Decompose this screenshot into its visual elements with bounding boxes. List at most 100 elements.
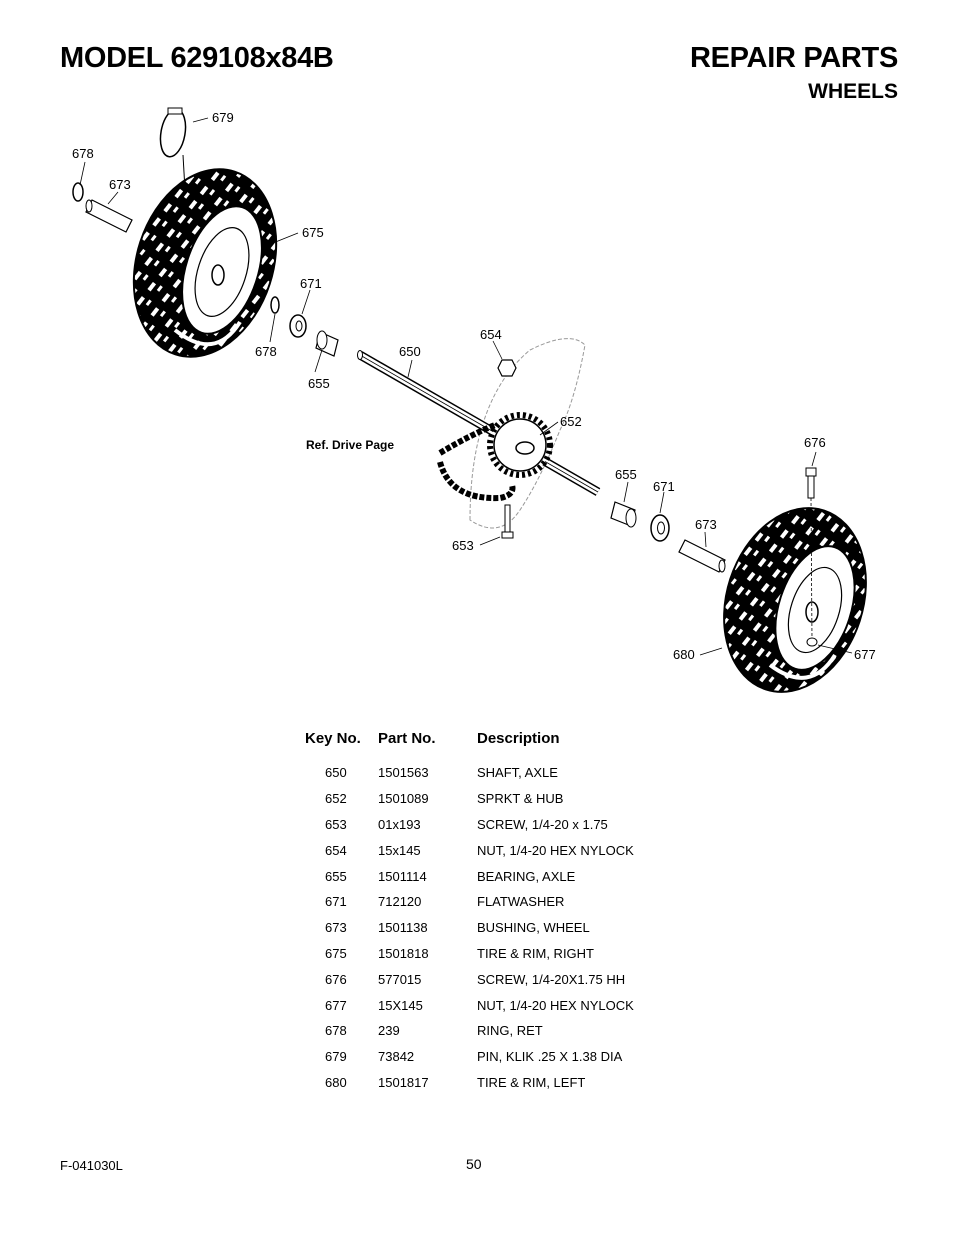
key-no: 676 <box>325 971 347 987</box>
exploded-parts-diagram: 679 678 673 675 671 678 655 650 654 652 … <box>72 107 876 693</box>
table-row: 653 01x193 SCREW, 1/4-20 x 1.75 <box>305 812 717 838</box>
key-no: 680 <box>325 1074 347 1090</box>
key-no: 675 <box>325 945 347 961</box>
part-no: 239 <box>378 1023 400 1039</box>
key-no: 654 <box>325 842 347 858</box>
header-description: Description <box>477 729 560 747</box>
header-part-no: Part No. <box>378 729 436 747</box>
table-row: 675 1501818 TIRE & RIM, RIGHT <box>305 941 717 967</box>
key-no: 679 <box>325 1049 347 1065</box>
part-no: 1501563 <box>378 765 429 781</box>
callout-654: 654 <box>480 327 502 342</box>
bushing-673-bottom-drawing <box>678 539 726 573</box>
bolt-653-drawing <box>501 504 514 539</box>
table-row: 655 1501114 BEARING, AXLE <box>305 863 717 889</box>
key-no: 655 <box>325 868 347 884</box>
callout-652: 652 <box>560 414 582 429</box>
description: BEARING, AXLE <box>477 868 576 884</box>
section-subtitle: WHEELS <box>808 80 898 103</box>
callout-653: 653 <box>452 538 474 553</box>
bearing-655-left-drawing <box>315 330 339 357</box>
tire-left-680-drawing <box>723 507 867 693</box>
page-number: 50 <box>466 1156 482 1172</box>
table-row: 680 1501817 TIRE & RIM, LEFT <box>305 1070 717 1096</box>
part-no: 15x145 <box>378 842 421 858</box>
callout-678-mid: 678 <box>255 344 277 359</box>
drive-chain-drawing <box>437 422 516 502</box>
part-no: 01x193 <box>378 816 421 832</box>
part-no: 15X145 <box>378 997 423 1013</box>
key-no: 677 <box>325 997 347 1013</box>
callout-673-bottom: 673 <box>695 517 717 532</box>
callout-675: 675 <box>302 225 324 240</box>
section-title: REPAIR PARTS <box>689 42 898 74</box>
key-no: 650 <box>325 765 347 781</box>
callout-679: 679 <box>212 110 234 125</box>
description: TIRE & RIM, RIGHT <box>477 945 594 961</box>
part-no: 1501114 <box>378 868 427 884</box>
form-number: F-041030L <box>60 1158 123 1173</box>
description: RING, RET <box>477 1023 543 1039</box>
callout-671-top: 671 <box>300 276 322 291</box>
ring-678-mid-drawing <box>270 296 280 314</box>
callout-650: 650 <box>399 344 421 359</box>
description: SCREW, 1/4-20 x 1.75 <box>477 816 608 832</box>
callout-655-right: 655 <box>615 467 637 482</box>
part-no: 712120 <box>378 894 422 910</box>
axle-shaft-650-drawing <box>357 350 601 496</box>
callout-680: 680 <box>673 647 695 662</box>
ref-drive-page-note: Ref. Drive Page <box>306 438 394 452</box>
description: BUSHING, WHEEL <box>477 920 590 936</box>
klik-pin-679-drawing <box>159 107 187 191</box>
ring-678-top-drawing <box>72 182 84 202</box>
callout-673-top: 673 <box>109 177 131 192</box>
key-no: 673 <box>325 920 347 936</box>
part-no: 577015 <box>378 971 422 987</box>
description: SCREW, 1/4-20X1.75 HH <box>477 971 626 987</box>
tire-right-675-drawing <box>132 168 278 358</box>
table-row: 652 1501089 SPRKT & HUB <box>305 786 717 812</box>
screw-676-drawing <box>805 467 818 647</box>
key-no: 678 <box>325 1023 347 1039</box>
callout-678-top: 678 <box>72 146 94 161</box>
parts-table-header: Key No. Part No. Description <box>305 728 717 760</box>
part-no: 1501089 <box>378 791 429 807</box>
description: SPRKT & HUB <box>477 791 564 807</box>
table-row: 650 1501563 SHAFT, AXLE <box>305 760 717 786</box>
part-no: 1501817 <box>378 1074 429 1090</box>
header-key-no: Key No. <box>305 729 361 747</box>
key-no: 653 <box>325 816 347 832</box>
callout-671-bottom: 671 <box>653 479 675 494</box>
part-no: 1501138 <box>378 920 428 936</box>
key-no: 652 <box>325 791 347 807</box>
table-row: 679 73842 PIN, KLIK .25 X 1.38 DIA <box>305 1044 717 1070</box>
table-row: 677 15X145 NUT, 1/4-20 HEX NYLOCK <box>305 992 717 1018</box>
callout-655-left: 655 <box>308 376 330 391</box>
callout-677: 677 <box>854 647 876 662</box>
part-no: 1501818 <box>378 945 429 961</box>
model-title: MODEL 629108x84B <box>60 42 334 74</box>
description: TIRE & RIM, LEFT <box>477 1074 586 1090</box>
table-row: 676 577015 SCREW, 1/4-20X1.75 HH <box>305 966 717 992</box>
washer-671-right-drawing <box>650 514 670 542</box>
washer-671-left-drawing <box>289 314 307 338</box>
table-row: 671 712120 FLATWASHER <box>305 889 717 915</box>
table-row: 673 1501138 BUSHING, WHEEL <box>305 915 717 941</box>
description: SHAFT, AXLE <box>477 765 558 781</box>
bushing-673-top-drawing <box>85 199 133 233</box>
description: FLATWASHER <box>477 894 565 910</box>
table-row: 654 15x145 NUT, 1/4-20 HEX NYLOCK <box>305 837 717 863</box>
leader-lines <box>79 117 853 656</box>
sprocket-652-drawing <box>487 412 553 478</box>
description: PIN, KLIK .25 X 1.38 DIA <box>477 1049 623 1065</box>
callout-676: 676 <box>804 435 826 450</box>
bearing-655-right-drawing <box>610 501 637 528</box>
table-row: 678 239 RING, RET <box>305 1018 717 1044</box>
nut-654-drawing <box>497 359 517 377</box>
description: NUT, 1/4-20 HEX NYLOCK <box>477 997 634 1013</box>
description: NUT, 1/4-20 HEX NYLOCK <box>477 842 634 858</box>
part-no: 73842 <box>378 1049 415 1065</box>
key-no: 671 <box>325 894 347 910</box>
